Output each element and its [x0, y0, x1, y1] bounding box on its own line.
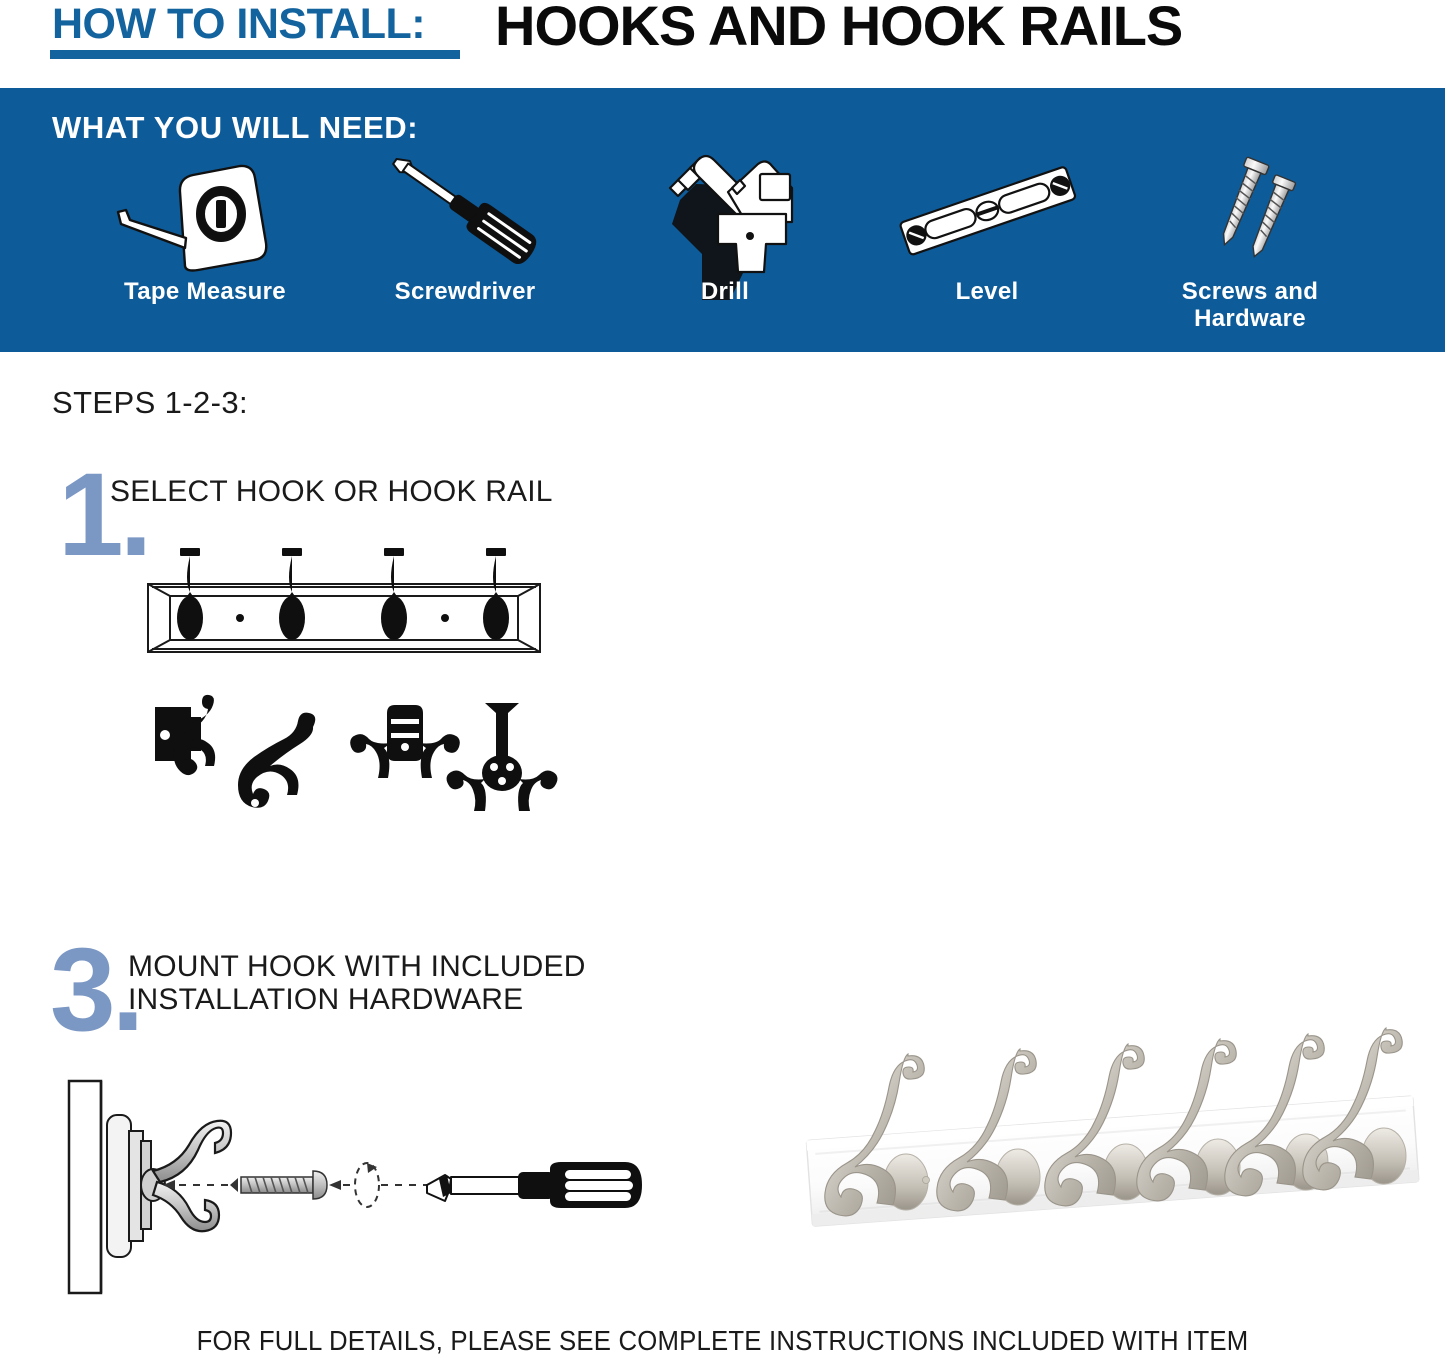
drill-icon: [610, 148, 840, 300]
step-1-number: 1.: [58, 449, 152, 581]
tool-label-line1: Screws and: [1181, 278, 1319, 305]
product-photo-hook-rail: [800, 1027, 1430, 1290]
tape-measure-icon: [90, 148, 320, 278]
tool-label: Screwdriver: [394, 278, 536, 305]
level-icon: [872, 148, 1102, 278]
steps-section-label: STEPS 1-2-3:: [52, 385, 249, 420]
screws-icon: [1135, 148, 1365, 278]
step-3-heading-line1: MOUNT HOOK WITH INCLUDED: [128, 950, 586, 983]
banner-heading: WHAT YOU WILL NEED:: [52, 110, 419, 145]
hook-group: [824, 1027, 1407, 1217]
page-title-subject: HOOKS AND HOOK RAILS: [495, 0, 1183, 57]
step-3: 3. MOUNT HOOK WITH INCLUDED INSTALLATION…: [0, 930, 720, 1330]
assembly-arrow-right: [329, 1162, 427, 1208]
tool-label-line2: Hardware: [1194, 305, 1306, 332]
phillips-screwdriver: [426, 1162, 642, 1208]
step-3-number: 3.: [50, 924, 144, 1056]
tool-label: Tape Measure: [124, 278, 286, 305]
page-title-bar: HOW TO INSTALL: HOOKS AND HOOK RAILS: [0, 0, 1445, 88]
screwdriver-icon: [350, 148, 580, 278]
step-3-heading: MOUNT HOOK WITH INCLUDED INSTALLATION HA…: [128, 950, 668, 1016]
tool-label: Screws and Hardware: [1135, 278, 1365, 332]
tool-label: Drill: [700, 278, 750, 305]
tool-item-screws-and-hardware: Screws and Hardware: [1135, 148, 1365, 348]
mount-hook-diagram: [55, 1075, 715, 1315]
page-title-prefix: HOW TO INSTALL:: [52, 0, 426, 48]
mounting-screw: [230, 1170, 328, 1200]
tool-item-screwdriver: Screwdriver: [350, 148, 580, 348]
hook-rail-diagram: [130, 540, 560, 670]
tool-item-drill: Drill: [610, 148, 840, 348]
step-2: 2. FIND YOUR LOCATION TO HANG THE HOOK O…: [790, 455, 1445, 915]
hook-styles-diagram: [135, 694, 558, 845]
step-1-heading: SELECT HOOK OR HOOK RAIL: [110, 475, 553, 508]
tool-item-tape-measure: Tape Measure: [90, 148, 320, 348]
tool-label: Level: [955, 278, 1019, 305]
hook-body: [151, 1119, 233, 1233]
assembly-arrow-left: [163, 1180, 230, 1190]
what-you-will-need-banner: WHAT YOU WILL NEED: Tape Measure: [0, 88, 1445, 352]
step-1: 1. SELECT HOOK OR HOOK RAIL: [0, 455, 720, 875]
tool-item-level: Level: [872, 148, 1102, 348]
wall-panel: [67, 1079, 103, 1295]
footer-note: FOR FULL DETAILS, PLEASE SEE COMPLETE IN…: [196, 1325, 1249, 1356]
step-3-heading-line2: INSTALLATION HARDWARE: [128, 983, 524, 1016]
title-underline-rule: [50, 50, 460, 59]
